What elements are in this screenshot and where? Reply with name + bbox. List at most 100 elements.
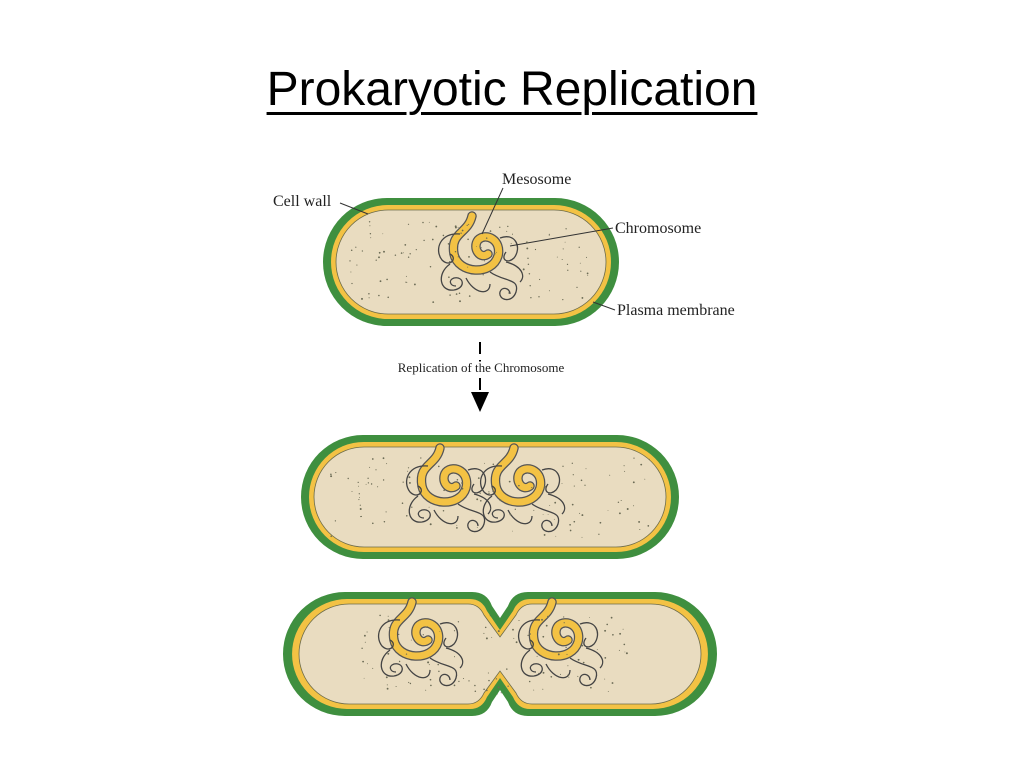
speckle xyxy=(387,615,389,617)
speckle xyxy=(564,241,566,243)
speckle xyxy=(563,622,565,624)
speckle xyxy=(330,475,333,478)
speckle xyxy=(508,260,510,262)
speckle xyxy=(521,273,523,275)
speckle xyxy=(555,535,557,537)
speckle xyxy=(585,468,587,470)
speckle xyxy=(437,663,439,666)
speckle xyxy=(509,513,512,516)
speckle xyxy=(585,256,588,258)
speckle xyxy=(405,281,407,283)
speckle xyxy=(358,493,360,495)
cytoplasm-speckles xyxy=(330,221,650,695)
speckle xyxy=(571,503,574,506)
speckle xyxy=(408,681,410,684)
speckle xyxy=(553,518,555,520)
speckle xyxy=(351,491,353,492)
speckle xyxy=(330,473,332,476)
speckle xyxy=(533,509,535,511)
speckle xyxy=(512,628,514,631)
speckle xyxy=(514,508,516,510)
speckle xyxy=(386,687,389,690)
speckle xyxy=(632,481,635,484)
speckle xyxy=(547,615,549,618)
speckle xyxy=(619,632,622,635)
speckle xyxy=(375,469,377,471)
speckle xyxy=(405,275,407,277)
speckle xyxy=(476,526,478,528)
speckle xyxy=(638,520,641,523)
speckle xyxy=(623,465,625,467)
speckle xyxy=(569,523,571,526)
speckle xyxy=(607,510,609,511)
speckle xyxy=(518,484,520,487)
speckle xyxy=(538,672,539,674)
speckle xyxy=(573,485,575,487)
speckle xyxy=(365,483,367,485)
speckle xyxy=(427,661,430,664)
speckle xyxy=(604,678,606,680)
speckle xyxy=(468,256,470,258)
speckle xyxy=(330,535,332,538)
cell-wall-label: Cell wall xyxy=(273,193,332,210)
speckle xyxy=(625,652,628,655)
speckle xyxy=(462,677,465,680)
speckle xyxy=(437,465,440,468)
speckle xyxy=(411,506,413,508)
speckle xyxy=(359,497,361,499)
speckle xyxy=(362,660,364,663)
speckle xyxy=(497,615,499,617)
speckle xyxy=(497,686,500,689)
speckle xyxy=(455,293,458,295)
speckle xyxy=(649,458,650,460)
speckle xyxy=(507,292,510,294)
speckle xyxy=(368,221,371,223)
speckle xyxy=(388,627,390,629)
speckle xyxy=(513,637,515,639)
speckle xyxy=(582,661,585,664)
speckle xyxy=(599,521,602,524)
speckle xyxy=(480,247,482,249)
speckle xyxy=(407,256,410,258)
speckle xyxy=(409,253,411,255)
speckle xyxy=(383,250,385,253)
speckle xyxy=(484,626,487,629)
speckle xyxy=(531,487,533,489)
speckle xyxy=(528,680,531,683)
speckle xyxy=(466,224,468,227)
speckle xyxy=(511,530,513,532)
speckle xyxy=(606,623,609,626)
speckle xyxy=(439,631,441,632)
speckle xyxy=(561,483,563,485)
speckle xyxy=(457,256,459,258)
speckle xyxy=(633,505,635,507)
speckle xyxy=(474,684,476,687)
speckle xyxy=(429,678,432,681)
speckle xyxy=(371,458,374,460)
speckle xyxy=(409,682,412,685)
speckle xyxy=(544,485,546,488)
speckle xyxy=(586,272,589,275)
speckle xyxy=(458,680,460,683)
speckle xyxy=(447,243,450,245)
speckle xyxy=(468,680,470,682)
speckle xyxy=(572,474,574,476)
speckle xyxy=(623,643,626,646)
speckle xyxy=(406,515,408,517)
speckle xyxy=(566,653,568,655)
speckle xyxy=(525,241,528,244)
speckle xyxy=(581,644,584,647)
speckle xyxy=(488,679,490,682)
speckle xyxy=(577,658,580,661)
speckle xyxy=(378,294,380,297)
speckle xyxy=(528,273,531,275)
speckle xyxy=(567,269,569,271)
plasma-membrane-leader xyxy=(592,301,616,311)
speckle xyxy=(612,633,614,636)
speckle xyxy=(347,477,349,480)
speckle xyxy=(495,251,497,253)
speckle xyxy=(492,463,495,466)
speckle xyxy=(579,262,581,264)
speckle xyxy=(406,281,408,283)
speckle xyxy=(489,615,491,617)
